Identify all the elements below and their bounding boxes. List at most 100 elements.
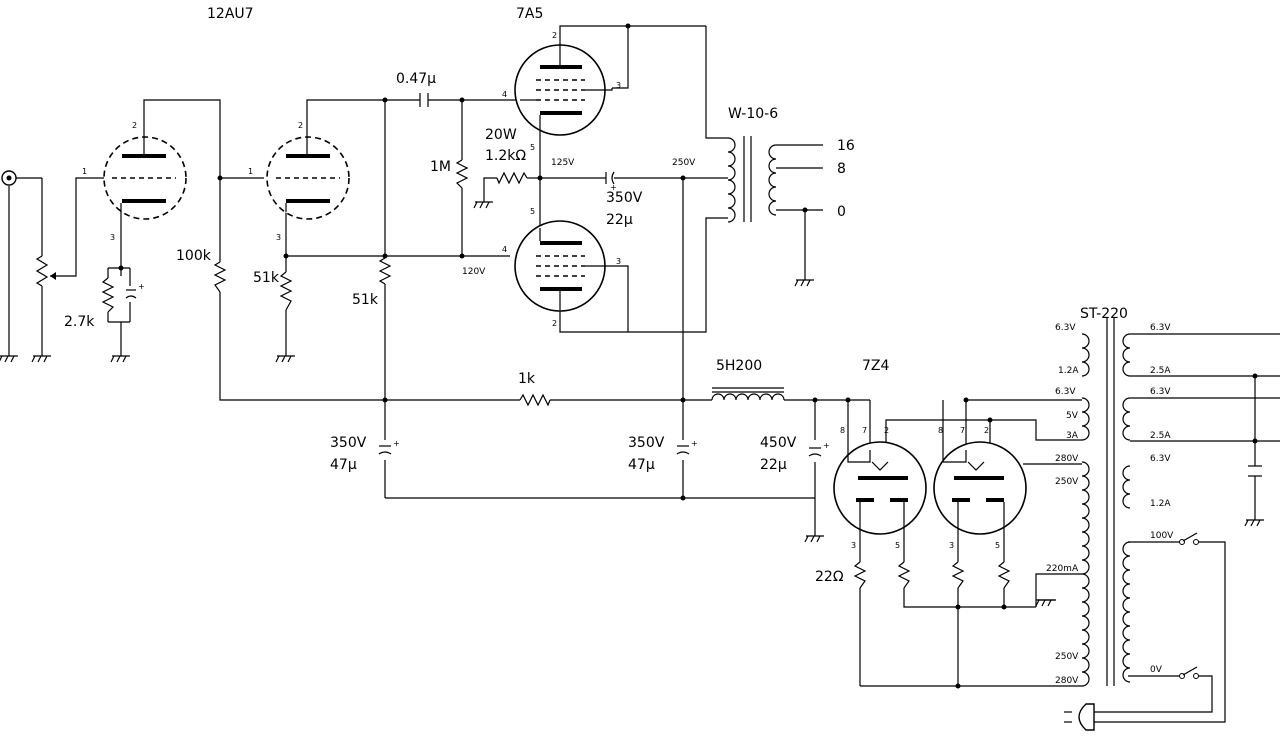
tube-7z4-b (933, 441, 1027, 535)
resistor-100k (213, 261, 227, 293)
input-jack-icon (1, 170, 17, 186)
label-c1-cap: 47µ (330, 457, 357, 473)
label-right-6v3a: 6.3V (1150, 323, 1171, 333)
power-transformer (1081, 318, 1131, 687)
output-transformer (727, 136, 777, 223)
label-right-1a2: 1.2A (1150, 499, 1171, 509)
label-1k2: 1.2kΩ (485, 148, 526, 164)
label-right-6v3c: 6.3V (1150, 454, 1171, 464)
svg-text:3: 3 (276, 233, 281, 242)
switch-primary-b (1179, 666, 1199, 679)
resistor-1k2-cathode (496, 171, 528, 185)
svg-text:+: + (138, 282, 145, 291)
resistor-2k7 (101, 277, 115, 313)
label-22-ohm: 22Ω (815, 569, 844, 585)
svg-text:1: 1 (248, 167, 253, 176)
tube-7a5-upper (514, 44, 613, 136)
svg-text:2: 2 (984, 426, 989, 435)
label-120v: 120V (462, 267, 486, 277)
capacitor-47u-b: + (676, 439, 698, 455)
wiring (8, 25, 1280, 723)
label-c3-voltage: 450V (760, 435, 797, 451)
svg-text:2: 2 (298, 121, 303, 130)
capacitor-coupling (419, 93, 429, 107)
label-right-6v3b: 6.3V (1150, 387, 1171, 397)
pin-numbers: 1 2 3 1 2 3 2 3 4 5 5 4 3 2 8 7 2 8 7 2 … (82, 31, 1000, 550)
svg-text:2: 2 (552, 31, 557, 40)
label-sec-3a: 3A (1066, 431, 1079, 441)
svg-text:2: 2 (884, 426, 889, 435)
label-12au7: 12AU7 (207, 6, 254, 22)
capacitor-22u-filter: + (808, 441, 830, 457)
resistor-anode-b1 (951, 561, 965, 589)
svg-text:7: 7 (862, 426, 867, 435)
label-sec-220ma: 220mA (1046, 564, 1079, 574)
label-c2-voltage: 350V (628, 435, 665, 451)
label-right-2a5a: 2.5A (1150, 366, 1171, 376)
label-sec-6v3b: 6.3V (1055, 387, 1076, 397)
labels: 12AU7 7A5 7Z4 W-10-6 ST-220 5H200 0.47µ … (64, 6, 1174, 686)
label-7z4: 7Z4 (862, 358, 889, 374)
choke-5h200 (711, 387, 785, 401)
resistor-anode-a2 (897, 561, 911, 589)
tube-12au7-a (103, 136, 187, 220)
svg-text:2: 2 (552, 319, 557, 328)
label-7a5: 7A5 (516, 6, 543, 22)
label-1m: 1M (430, 159, 451, 175)
svg-text:8: 8 (938, 426, 943, 435)
label-output-transformer: W-10-6 (728, 106, 778, 122)
resistor-anode-b2 (997, 561, 1011, 589)
svg-text:+: + (823, 441, 830, 450)
tube-7a5-lower (514, 220, 612, 312)
svg-text:4: 4 (502, 90, 507, 99)
resistor-22-ohm (853, 561, 867, 589)
capacitor-47u-a: + (378, 439, 400, 455)
label-c1-voltage: 350V (330, 435, 367, 451)
svg-text:7: 7 (960, 426, 965, 435)
capacitor-cathode-bypass: + (125, 282, 145, 299)
label-power-transformer: ST-220 (1080, 306, 1128, 322)
svg-text:5: 5 (530, 143, 535, 152)
svg-text:5: 5 (530, 207, 535, 216)
svg-text:1: 1 (82, 167, 87, 176)
label-125v: 125V (551, 158, 575, 168)
label-sec-250a: 250V (1055, 477, 1079, 487)
svg-text:3: 3 (616, 257, 621, 266)
resistor-1k-bplus (519, 393, 551, 407)
label-coupling-cap: 0.47µ (396, 71, 436, 87)
label-primary-0v: 0V (1150, 665, 1163, 675)
label-sec-6v3a: 6.3V (1055, 323, 1076, 333)
label-sec-280b: 280V (1055, 676, 1079, 686)
label-tap-8: 8 (837, 161, 846, 177)
svg-text:4: 4 (502, 245, 507, 254)
tube-7z4-a (833, 441, 927, 535)
label-51k-plate: 51k (352, 292, 379, 308)
label-51k-cathode: 51k (253, 270, 280, 286)
svg-text:2: 2 (132, 121, 137, 130)
label-sec-1a2: 1.2A (1058, 366, 1079, 376)
svg-text:+: + (610, 183, 617, 192)
svg-text:3: 3 (851, 541, 856, 550)
svg-text:3: 3 (616, 81, 621, 90)
tube-12au7-b (266, 136, 350, 220)
label-c2-cap: 47µ (628, 457, 655, 473)
capacitor-heater (1248, 465, 1262, 477)
svg-text:5: 5 (995, 541, 1000, 550)
junctions (118, 23, 1258, 689)
label-sec-280a: 280V (1055, 454, 1079, 464)
svg-text:5: 5 (895, 541, 900, 550)
label-tap-0: 0 (837, 204, 846, 220)
svg-text:8: 8 (840, 426, 845, 435)
label-primary-100v: 100V (1150, 531, 1174, 541)
svg-text:+: + (691, 439, 698, 448)
label-bypass-voltage: 350V (606, 190, 643, 206)
label-20w: 20W (485, 127, 517, 143)
label-2k7: 2.7k (64, 314, 95, 330)
label-1k: 1k (518, 371, 536, 387)
label-100k: 100k (176, 248, 212, 264)
label-250v: 250V (672, 158, 696, 168)
resistor-51k-cathode (279, 271, 293, 311)
power-plug-icon (1064, 703, 1095, 731)
label-sec-5v: 5V (1066, 411, 1079, 421)
